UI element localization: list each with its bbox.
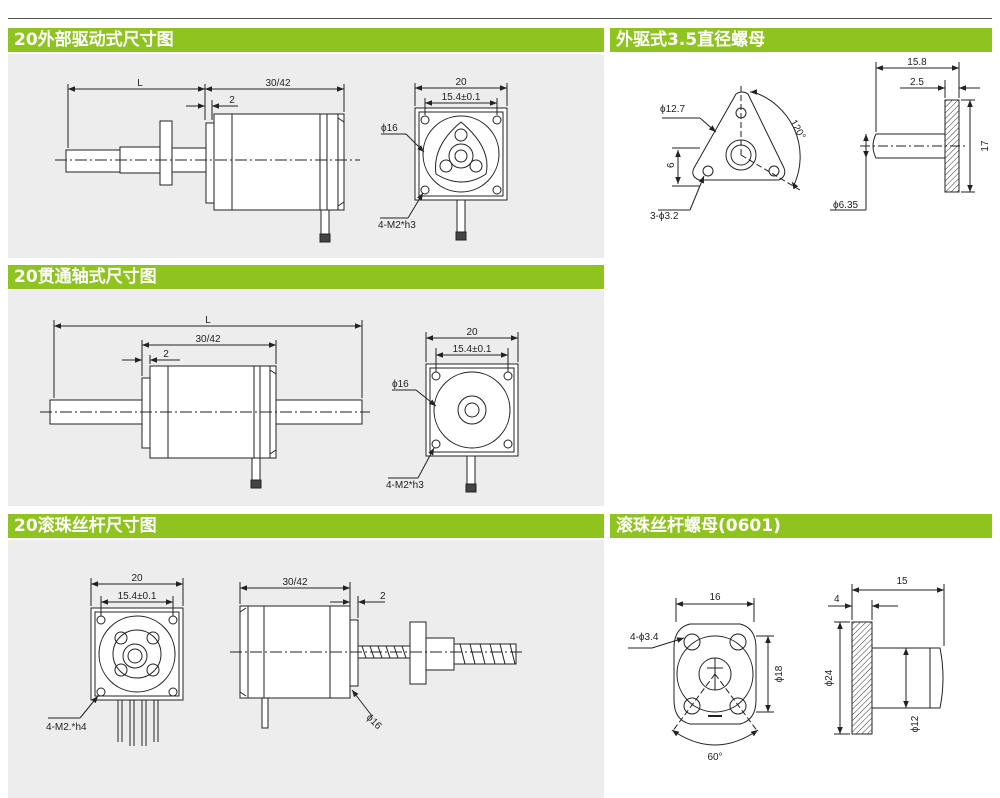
bnut-dim-holes: 4-ϕ3.4 [630, 632, 659, 643]
ballscrew-side-view [230, 582, 525, 729]
ball-dim-pcd: 15.4±0.1 [118, 591, 157, 602]
title-through-shaft: 20贯通轴式尺寸图 [8, 265, 604, 289]
ext-dim-pcd: 15.4±0.1 [442, 92, 481, 103]
ext-dim-L: L [137, 78, 143, 89]
ext-dim-gap: 2 [229, 95, 235, 106]
nut35-side-view [830, 62, 980, 211]
bnut-dim-w4: 4 [834, 594, 840, 605]
bnut-dim-d12: ϕ12 [910, 715, 921, 732]
nut35-dim-w158: 15.8 [907, 57, 927, 68]
nut35-dim-d127: ϕ12.7 [660, 104, 686, 115]
thru-dim-L: L [205, 315, 211, 326]
ball-nut-front-view [628, 598, 774, 746]
thru-dim-boss: ϕ16 [392, 379, 409, 390]
ext-dim-boss: ϕ16 [381, 123, 398, 134]
ext-dim-square: 20 [455, 77, 467, 88]
ball-dim-length: 30/42 [282, 577, 307, 588]
ball-dim-gap: 2 [380, 591, 386, 602]
title-ballscrew: 20滚珠丝杆尺寸图 [8, 514, 604, 538]
title-nut35: 外驱式3.5直径螺母 [610, 28, 992, 52]
thru-dim-length: 30/42 [195, 334, 220, 345]
nut35-dim-d635: ϕ6.35 [833, 200, 859, 211]
bnut-dim-d18: ϕ18 [774, 665, 785, 682]
title-ext-drive: 20外部驱动式尺寸图 [8, 28, 604, 52]
ball-dim-holes: 4-M2.*h4 [46, 722, 87, 733]
bnut-dim-d24: ϕ24 [824, 669, 835, 686]
ext-drive-side-view [55, 84, 360, 243]
through-shaft-front-view [388, 332, 519, 493]
nut35-dim-h6: 6 [666, 162, 677, 168]
bnut-dim-w16: 16 [709, 592, 721, 603]
ball-dim-square: 20 [131, 573, 143, 584]
ext-drive-front-view [380, 83, 508, 241]
thru-dim-pcd: 15.4±0.1 [453, 344, 492, 355]
thru-dim-holes: 4-M2*h3 [386, 480, 424, 491]
ball-dim-boss: ϕ16 [364, 712, 384, 732]
bnut-dim-w15: 15 [896, 576, 908, 587]
thru-dim-square: 20 [466, 327, 478, 338]
top-rule [8, 18, 992, 19]
thru-dim-gap: 2 [163, 349, 169, 360]
bnut-dim-angle: 60° [707, 752, 722, 763]
nut35-dim-h17: 17 [980, 140, 991, 152]
ext-dim-holes: 4-M2*h3 [378, 220, 416, 231]
ballscrew-front-view [48, 578, 184, 746]
nut35-dim-w25: 2.5 [910, 77, 924, 88]
through-shaft-side-view [40, 320, 370, 489]
title-ball-nut: 滚珠丝杆螺母(0601) [610, 514, 992, 538]
ball-nut-side-view [828, 584, 945, 735]
nut35-front-view [658, 86, 801, 211]
ext-dim-length: 30/42 [265, 78, 290, 89]
nut35-dim-holes: 3-ϕ3.2 [650, 211, 679, 222]
nut35-dim-angle: 120° [787, 118, 807, 141]
